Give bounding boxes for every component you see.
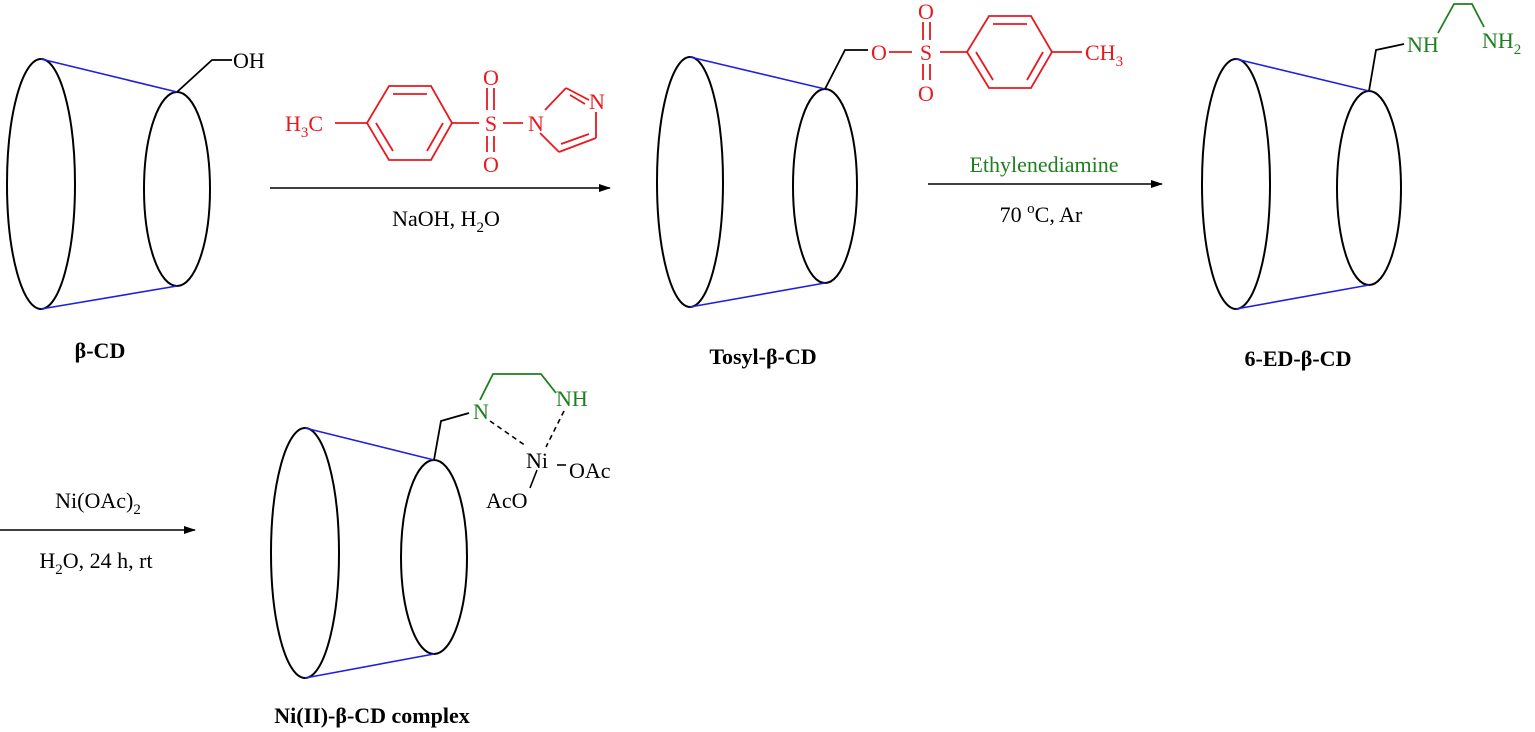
step1-conditions: NaOH, H2O [392, 206, 500, 236]
tosylate-sulfur-label: S [920, 40, 932, 65]
imidazole-n3-label: N [589, 89, 605, 114]
step3-conditions: H2O, 24 h, rt [39, 548, 152, 578]
tosyl-cd-label: Tosyl-β-CD [709, 344, 816, 369]
aco-label: AcO [486, 488, 528, 513]
oac-label: OAc [569, 458, 611, 483]
tosylate-oxygen-top: O [918, 0, 934, 24]
step2-conditions: 70 oC, Ar [1000, 201, 1083, 227]
tosylate-oxygen-bottom: O [918, 81, 934, 106]
nickel-label: Ni [526, 448, 548, 473]
sulfur-label: S [485, 111, 497, 136]
step2-reagent: Ethylenediamine [969, 152, 1118, 177]
beta-cd-cone [6, 58, 211, 310]
tosyl-cd-linker [824, 49, 868, 90]
n-ni-coordination-bond [489, 420, 527, 447]
ni-complex-cone [270, 427, 468, 679]
tosyl-cd-cone [656, 56, 858, 308]
tosyl-imidazole-atoms: H3C S O O N N [285, 65, 605, 177]
ed-cd-linker [1368, 43, 1405, 92]
h3c-label: H3C [285, 111, 323, 141]
imidazole-n1-label: N [528, 111, 544, 136]
beta-cd-label: β-CD [75, 338, 126, 363]
ch3-label: CH3 [1085, 40, 1123, 70]
tosylate-atoms: O S O O CH3 [871, 0, 1123, 106]
sulfonyl-oxygen-bottom: O [483, 152, 499, 177]
chelate-n-label: N [473, 399, 489, 424]
tosylate-group [889, 15, 1082, 89]
tosyl-imidazole-reagent [335, 85, 597, 161]
oh-label: OH [233, 48, 265, 73]
nh-ni-coordination-bond [545, 410, 565, 448]
ni-complex-linker [433, 412, 470, 461]
ed-cd-cone [1201, 58, 1402, 310]
hydroxymethyl-group: OH [176, 48, 265, 93]
ester-oxygen-label: O [871, 40, 887, 65]
step3-reagent: Ni(OAc)2 [55, 488, 141, 518]
ed-nh2-label: NH2 [1482, 28, 1521, 58]
ni-complex-label: Ni(II)-β-CD complex [274, 703, 470, 728]
ethylenediamine-chain [1437, 3, 1485, 34]
ni-aco-bond [529, 469, 538, 489]
ed-cd-label: 6-ED-β-CD [1245, 346, 1352, 371]
sulfonyl-oxygen-top: O [483, 65, 499, 90]
chelate-nh-label: NH [556, 386, 588, 411]
chelate-chain [479, 373, 557, 401]
ed-nh-label: NH [1407, 32, 1439, 57]
